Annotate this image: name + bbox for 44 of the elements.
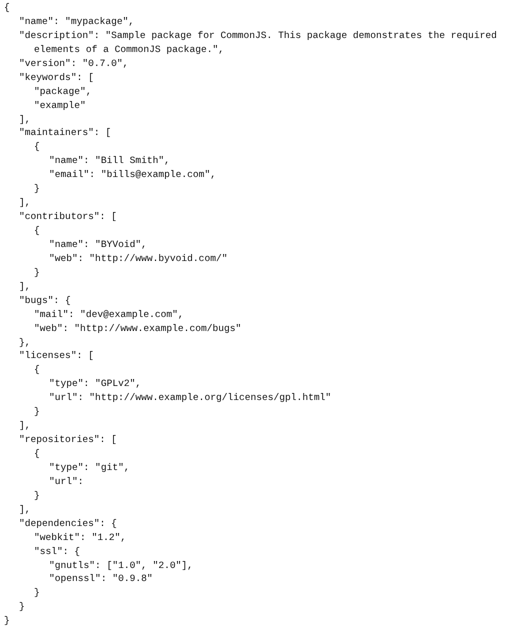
code-line: "name": "mypackage", — [19, 14, 136, 29]
code-line: "version": "0.7.0", — [19, 56, 130, 71]
code-line: } — [34, 266, 41, 280]
code-line: "example" — [34, 98, 87, 112]
code-line: ], — [19, 112, 32, 126]
code-line: "keywords": [ — [19, 70, 95, 85]
code-line: ], — [19, 419, 32, 434]
code-line: "dependencies": { — [19, 516, 118, 531]
code-line: ], — [19, 196, 32, 210]
code-line: } — [34, 586, 41, 600]
code-line: } — [34, 182, 41, 196]
code-line: } — [19, 600, 26, 614]
code-line: "contributors": [ — [19, 210, 118, 224]
code-line: "bugs": { — [19, 294, 72, 308]
code-line: }, — [19, 336, 32, 350]
code-line: { — [34, 363, 41, 378]
code-line: "gnutls": ["1.0", "2.0"], — [49, 558, 194, 572]
code-line: ], — [19, 280, 32, 294]
code-line: "type": "git", — [49, 460, 131, 475]
code-line: } — [34, 405, 41, 420]
code-line: "url": — [49, 474, 85, 489]
code-line: ], — [19, 502, 32, 517]
code-line: { — [34, 224, 41, 238]
code-line: { — [34, 447, 41, 461]
code-line: "web": "http://www.example.com/bugs" — [34, 322, 242, 336]
code-line: "web": "http://www.byvoid.com/" — [49, 252, 228, 266]
code-line: "repositories": [ — [19, 433, 118, 447]
code-line: { — [4, 1, 11, 15]
code-line: "type": "GPLv2", — [49, 377, 142, 392]
code-line: { — [34, 140, 41, 154]
code-line: "webkit": "1.2", — [34, 530, 128, 545]
code-line: "licenses": [ — [19, 349, 95, 364]
code-line: "package", — [34, 84, 93, 99]
code-line: "ssl": { — [34, 544, 82, 558]
code-line: "name": "Bill Smith", — [49, 154, 171, 168]
code-line: "mail": "dev@example.com", — [34, 308, 185, 322]
code-line: } — [34, 488, 41, 503]
code-line: "name": "BYVoid", — [49, 238, 148, 252]
code-line: "maintainers": [ — [19, 126, 112, 140]
code-line: } — [4, 614, 11, 628]
code-line: "openssl": "0.9.8" — [49, 572, 154, 586]
code-line: "url": "http://www.example.org/licenses/gpl.html" — [49, 391, 332, 406]
code-line: "description": "Sample package for CommonJS. This package demonstrates the required elements of a CommonJS package.", — [19, 28, 498, 57]
code-line: "email": "bills@example.com", — [49, 168, 217, 182]
